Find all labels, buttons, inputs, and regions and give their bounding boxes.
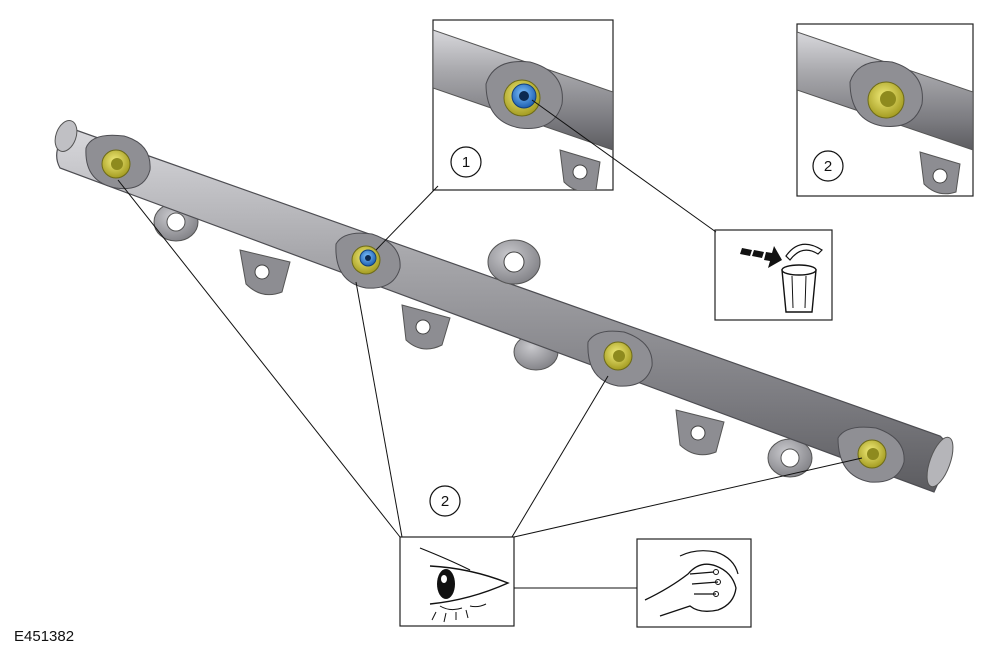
injector-port-1 (85, 134, 151, 190)
callout-label-2a: 2 (824, 158, 832, 175)
dispose-waste-bin-icon (714, 229, 833, 321)
inset-seal-removed: 2 (796, 23, 974, 197)
mount-lug (239, 249, 291, 296)
side-boss (767, 438, 813, 478)
callout-circle-2a (812, 150, 844, 182)
inset-seal-fitted: 1 (432, 19, 614, 191)
callout-2-inspect: 2 (429, 485, 461, 517)
top-boss (487, 239, 541, 285)
figure-id: E451382 (14, 628, 75, 645)
rail-end-right (926, 436, 954, 488)
svg-text:2: 2 (441, 493, 449, 510)
mount-lug (675, 409, 725, 456)
mount-lug (401, 304, 451, 350)
injector-port-4 (837, 426, 905, 483)
injector-port-2 (335, 232, 401, 289)
callout-circle-1 (450, 146, 482, 178)
leader-lines (117, 99, 863, 589)
callout-label-1: 1 (462, 154, 470, 171)
rail-end-left (54, 120, 78, 152)
hand-cleaning-icon (636, 538, 752, 628)
injector-port-3 (587, 330, 653, 387)
fuel-rail (54, 120, 954, 493)
visual-inspection-eye-icon (399, 536, 515, 627)
